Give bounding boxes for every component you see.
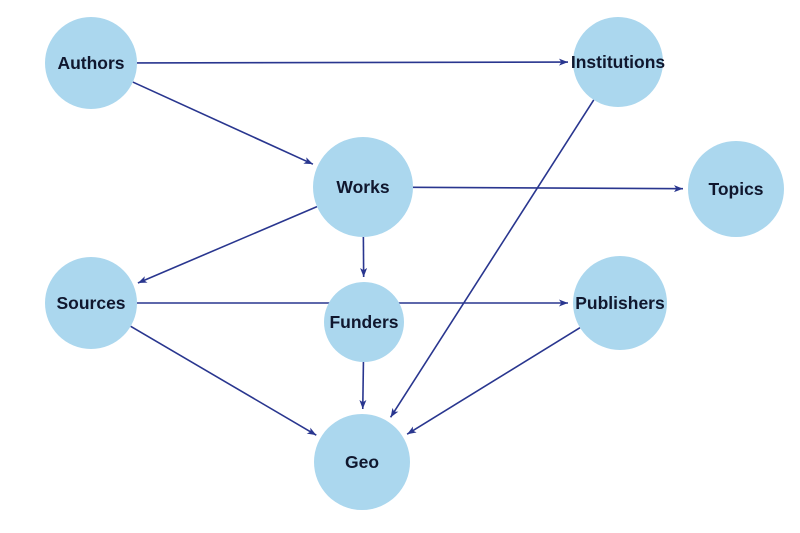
edge-authors-to-works [132, 81, 314, 165]
node-publishers-circle [573, 256, 667, 350]
node-publishers: Publishers [573, 256, 667, 350]
node-institutions: Institutions [571, 17, 666, 107]
node-works-circle [313, 137, 413, 237]
node-topics: Topics [688, 141, 784, 237]
node-geo-circle [314, 414, 410, 510]
node-funders: Funders [324, 282, 404, 362]
node-sources: Sources [45, 257, 137, 349]
node-authors-label: Authors [57, 53, 124, 73]
edge-funders-to-geo [359, 361, 367, 410]
node-authors-circle [45, 17, 137, 109]
node-topics-label: Topics [708, 179, 763, 199]
edge-authors-to-institutions [136, 58, 569, 66]
edge-publishers-to-geo [406, 326, 581, 435]
edge-sources-to-geo [130, 325, 317, 436]
edge-institutions-to-geo [389, 99, 595, 418]
node-funders-circle [324, 282, 404, 362]
edge-works-to-topics [412, 185, 684, 193]
node-works: Works [313, 137, 413, 237]
node-publishers-label: Publishers [575, 293, 665, 313]
node-institutions-circle [573, 17, 663, 107]
node-sources-label: Sources [56, 293, 125, 313]
edge-works-to-sources [137, 205, 318, 284]
node-institutions-label: Institutions [571, 52, 666, 72]
node-topics-circle [688, 141, 784, 237]
node-authors: Authors [45, 17, 137, 109]
node-works-label: Works [336, 177, 389, 197]
node-sources-circle [45, 257, 137, 349]
node-funders-label: Funders [329, 312, 398, 332]
node-geo: Geo [314, 414, 410, 510]
node-geo-label: Geo [345, 452, 379, 472]
